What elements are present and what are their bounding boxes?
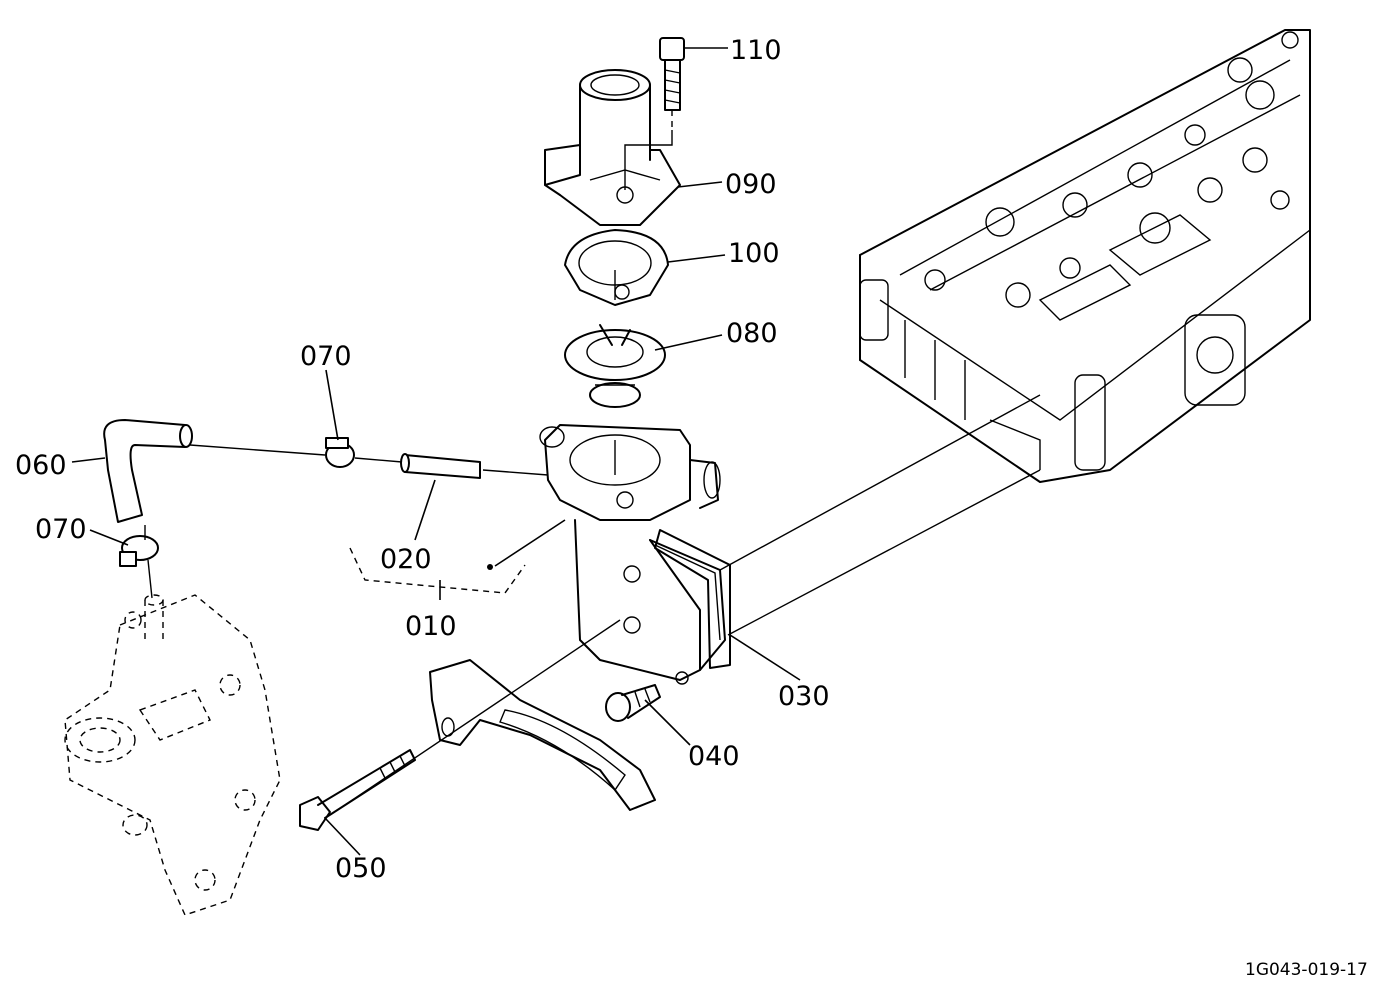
pipe-020 xyxy=(400,453,481,479)
bolt-040 xyxy=(605,684,661,722)
leader-lines xyxy=(71,47,801,856)
callout-070-upper: 070 xyxy=(300,341,352,372)
bracket xyxy=(429,659,656,811)
gasket-100 xyxy=(564,229,669,306)
callout-030: 030 xyxy=(778,681,830,712)
bolt-110 xyxy=(659,37,685,130)
hose-clamp-070-lower xyxy=(119,535,159,567)
callout-110: 110 xyxy=(730,35,782,66)
alignment-lines xyxy=(144,130,1041,816)
callout-060: 060 xyxy=(15,450,67,481)
thermostat-080 xyxy=(564,324,666,408)
callout-040: 040 xyxy=(688,741,740,772)
callout-070-lower: 070 xyxy=(35,514,87,545)
bolt-050 xyxy=(299,749,416,831)
housing-ref-dot xyxy=(487,564,493,570)
water-pump xyxy=(64,594,281,916)
callout-050: 050 xyxy=(335,853,387,884)
callout-080: 080 xyxy=(726,318,778,349)
reference-code: 1G043-019-17 xyxy=(1245,960,1368,980)
hose-060 xyxy=(103,419,193,523)
thermostat-cover xyxy=(544,69,681,226)
callout-020: 020 xyxy=(380,544,432,575)
callout-010: 010 xyxy=(405,611,457,642)
group-bracket-010 xyxy=(349,547,526,594)
callout-100: 100 xyxy=(728,238,780,269)
thermostat-housing xyxy=(539,424,726,685)
hose-clamp-070-upper xyxy=(325,437,355,468)
callout-090: 090 xyxy=(725,169,777,200)
cylinder-head xyxy=(859,29,1311,483)
